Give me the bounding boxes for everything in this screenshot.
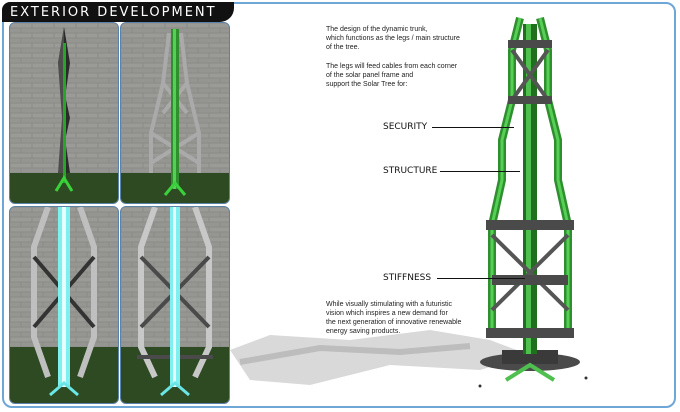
callout-stiffness: STIFFNESS [383, 273, 432, 283]
text-line: While visually stimulating with a futuri… [326, 301, 453, 308]
description-legs: The legs will feed cables from each corn… [326, 62, 457, 89]
text-line: of the solar panel frame and [326, 72, 414, 79]
photo-trunk-lattice [120, 22, 230, 204]
text-line: support the Solar Tree for: [326, 81, 408, 88]
leader-line-structure [440, 171, 520, 172]
text-line: which functions as the legs / main struc… [326, 35, 460, 42]
photo-trunk-chrome [120, 206, 230, 404]
callout-security: SECURITY [383, 122, 428, 132]
photo-trunk-early [9, 22, 119, 204]
solar-tree-trunk-render [230, 10, 670, 406]
text-line: The legs will feed cables from each corn… [326, 63, 458, 70]
page-title: Exterior Development [10, 5, 217, 20]
page-frame [2, 2, 676, 408]
description-trunk: The design of the dynamic trunk, which f… [326, 25, 460, 52]
text-line: of the tree. [326, 44, 360, 51]
callout-structure: STRUCTURE [383, 166, 438, 176]
text-line: vision which inspires a new demand for [326, 310, 448, 317]
text-line: the next generation of innovative renewa… [326, 319, 462, 326]
title-tab: Exterior Development [2, 2, 234, 22]
photo-trunk-cyan [9, 206, 119, 404]
leader-line-security [432, 127, 514, 128]
description-vision: While visually stimulating with a futuri… [326, 300, 461, 336]
text-line: The design of the dynamic trunk, [326, 26, 428, 33]
leader-line-stiffness [437, 278, 525, 279]
text-line: energy saving products. [326, 328, 401, 335]
